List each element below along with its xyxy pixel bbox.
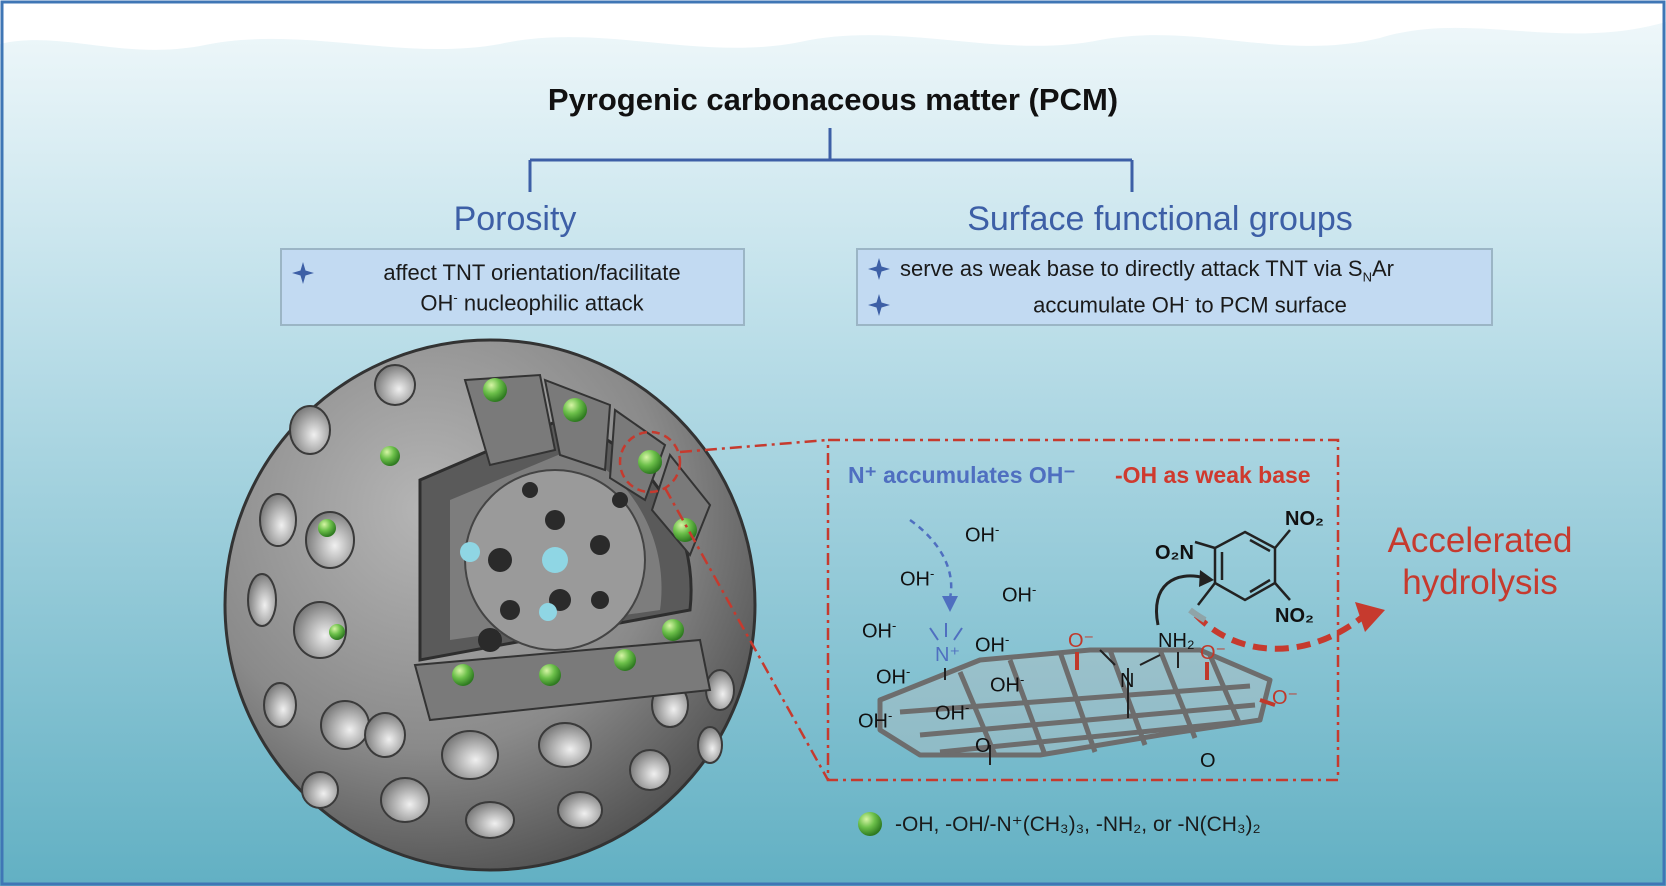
hydroxide-charge: -	[965, 700, 970, 715]
hydroxide-text: OH	[862, 620, 892, 643]
o-minus-atom: O⁻	[1200, 642, 1227, 664]
hydroxide-text: OH	[900, 568, 930, 591]
porosity-line-2-suffix: nucleophilic attack	[457, 290, 644, 316]
result-label: Accelerated hydrolysis	[1387, 521, 1573, 602]
carbonyl-oxygen: O	[975, 735, 991, 757]
hydroxide-charge: -	[995, 522, 1000, 537]
star-bullet-icon	[868, 294, 890, 316]
green-sphere-icon	[318, 378, 697, 686]
surface-groups-item-2: accumulate OH- to PCM surface	[900, 292, 1480, 318]
zoom-connector	[663, 438, 830, 781]
surface-groups-item-1: serve as weak base to directly attack TN…	[900, 256, 1394, 284]
hydroxide-text: OH	[990, 674, 1020, 697]
hydroxide-ion: OH-	[876, 664, 910, 690]
item-2-sup: -	[1184, 292, 1190, 307]
item-1-sub: N	[1362, 269, 1372, 285]
legend-text: -OH, -OH/-N⁺(CH₃)₃, -NH₂, or -N(CH₃)₂	[895, 813, 1261, 836]
hydroxide-charge: -	[1032, 582, 1037, 597]
hydroxide-ion: OH-	[900, 566, 934, 592]
pcm-porous-sphere	[223, 338, 757, 872]
hydroxide-text: OH	[935, 702, 965, 725]
surface-groups-heading: Surface functional groups	[967, 200, 1353, 238]
hydroxide-ion: OH-	[1002, 582, 1036, 608]
porosity-line-2: OH- nucleophilic attack	[322, 290, 742, 316]
tnt-nitro-group: NO₂	[1275, 605, 1314, 627]
accumulation-arrow	[909, 518, 953, 599]
o-minus-atom: O⁻	[1068, 630, 1095, 652]
hydroxide-ion: OH-	[862, 618, 896, 644]
tnt-molecule	[1194, 529, 1291, 606]
water-surface	[0, 0, 1666, 50]
n-plus-label: N⁺ accumulates OH⁻	[848, 462, 1076, 488]
hydroxide-ion: OH-	[858, 708, 892, 734]
item-2-suffix: to PCM surface	[1189, 292, 1347, 318]
carbonyl-oxygen: O	[1200, 750, 1216, 772]
porosity-line-1: affect TNT orientation/facilitate	[383, 260, 681, 285]
hydroxide-text: OH	[1002, 584, 1032, 607]
hydroxide-charge: -	[1005, 632, 1010, 647]
hydroxide-ion: OH-	[975, 632, 1009, 658]
diagram-title: Pyrogenic carbonaceous matter (PCM)	[547, 82, 1119, 117]
o-minus-atom: O⁻	[1272, 687, 1299, 709]
hydroxide-charge: -	[1020, 672, 1025, 687]
porosity-box: affect TNT orientation/facilitate OH- nu…	[280, 248, 745, 326]
hydroxide-ion: OH-	[965, 522, 999, 548]
star-bullet-icon	[292, 262, 314, 284]
curved-arrow-icon	[1155, 574, 1206, 626]
weak-base-label: -OH as weak base	[1115, 462, 1311, 488]
item-1-suffix: Ar	[1372, 256, 1394, 281]
hydroxide-ion: OH-	[935, 700, 969, 726]
surface-groups-box: serve as weak base to directly attack TN…	[856, 248, 1493, 326]
tnt-nitro-group: NO₂	[1285, 508, 1324, 530]
porosity-line-2-sup: -	[453, 290, 458, 305]
tnt-nitro-group: O₂N	[1155, 542, 1194, 564]
n-plus-burst	[929, 623, 963, 641]
item-1-prefix: serve as weak base to directly attack TN…	[900, 256, 1363, 281]
amine-bonds	[944, 649, 1179, 765]
item-2-prefix: accumulate OH	[1033, 292, 1185, 318]
hydroxide-text: OH	[876, 666, 906, 689]
hydroxide-charge: -	[888, 708, 893, 723]
n-plus-atom: N⁺	[935, 644, 960, 666]
hydroxide-text: OH	[975, 634, 1005, 657]
star-bullet-icon	[868, 258, 890, 280]
graphene-sheet	[877, 647, 1273, 758]
hydroxide-text: OH	[858, 710, 888, 733]
legend-green-sphere-icon	[858, 812, 882, 836]
amine-group: NH₂	[1158, 630, 1195, 652]
oxygen-bonds	[1075, 652, 1276, 707]
dimethylamine-n: N	[1120, 670, 1135, 692]
hydroxide-charge: -	[930, 566, 935, 581]
hydroxide-charge: -	[892, 618, 897, 633]
zoom-panel-border	[826, 438, 1340, 782]
porosity-heading: Porosity	[453, 200, 577, 238]
dashed-arrow-icon	[1193, 612, 1367, 652]
porosity-line-2-prefix: OH	[420, 290, 454, 316]
hydroxide-text: OH	[965, 524, 995, 547]
hydroxide-ion: OH-	[990, 672, 1024, 698]
hydroxide-charge: -	[906, 664, 911, 679]
tree-connector	[528, 128, 1134, 192]
